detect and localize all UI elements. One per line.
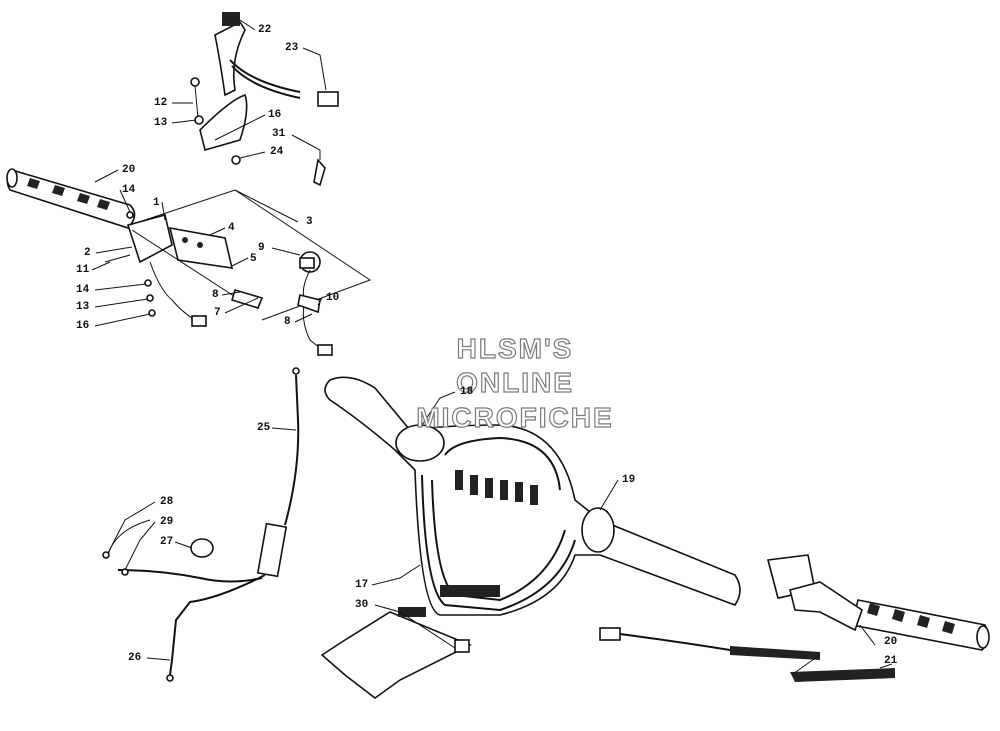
callout-8: 8 — [212, 289, 219, 301]
callout-29: 29 — [160, 516, 174, 528]
throttle-lever — [199, 12, 339, 151]
hardware-left — [104, 77, 326, 317]
callout-20b: 20 — [884, 636, 898, 648]
watermark-line-1: HLSM'S — [456, 332, 574, 364]
callout-19: 19 — [622, 474, 636, 486]
callout-20: 20 — [122, 164, 136, 176]
callout-7: 7 — [214, 307, 221, 319]
callout-23: 23 — [285, 42, 299, 54]
callout-16: 16 — [268, 109, 282, 121]
main-handlebar — [324, 376, 741, 616]
switch-housing — [126, 214, 234, 327]
right-grip — [766, 554, 990, 651]
callout-12: 12 — [154, 97, 168, 109]
callout-5: 5 — [250, 253, 257, 265]
callout-14b: 14 — [76, 284, 90, 296]
leader-lines — [91, 19, 893, 669]
callout-30: 30 — [355, 599, 369, 611]
callout-24: 24 — [270, 146, 284, 158]
callout-2: 2 — [84, 247, 91, 259]
callout-18: 18 — [460, 386, 474, 398]
left-grip — [6, 168, 136, 229]
watermark-line-3: MICROFICHE — [416, 401, 614, 433]
throttle-cable — [102, 367, 300, 682]
callout-16b: 16 — [76, 320, 90, 332]
callout-13b: 13 — [76, 301, 90, 313]
callout-22: 22 — [258, 24, 272, 36]
callout-21: 21 — [884, 655, 898, 667]
callout-17: 17 — [355, 579, 369, 591]
handlebar-pad — [320, 607, 472, 699]
callout-13: 13 — [154, 117, 168, 129]
callout-10: 10 — [326, 292, 340, 304]
callout-1: 1 — [153, 197, 160, 209]
callout-4: 4 — [228, 222, 235, 234]
assembly-box — [129, 189, 372, 356]
callout-26: 26 — [128, 652, 142, 664]
callout-8b: 8 — [284, 316, 291, 328]
callout-31: 31 — [272, 128, 286, 140]
callout-25: 25 — [257, 422, 271, 434]
callout-11: 11 — [76, 264, 90, 276]
heater-wire — [599, 627, 895, 682]
callout-27: 27 — [160, 536, 174, 548]
callout-14: 14 — [122, 184, 136, 196]
callout-28: 28 — [160, 496, 174, 508]
callout-9: 9 — [258, 242, 265, 254]
watermark-line-2: ONLINE — [456, 366, 574, 398]
callout-3: 3 — [306, 216, 313, 228]
